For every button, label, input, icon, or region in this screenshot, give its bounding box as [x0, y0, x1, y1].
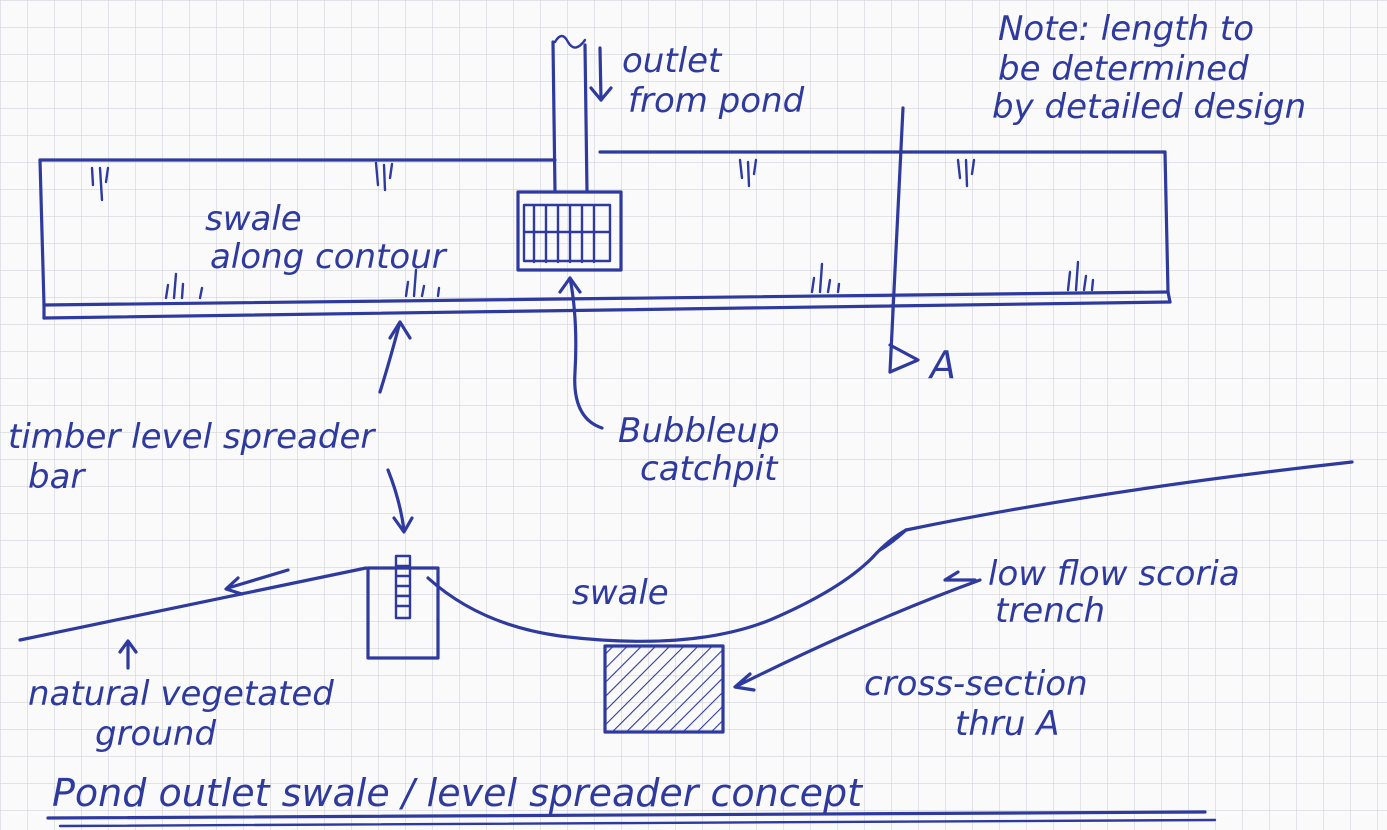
section-marker-a: A: [927, 343, 956, 387]
ground-label-line-1: natural vegetated: [28, 674, 334, 714]
spreader-label-line-2: bar: [28, 457, 86, 497]
cross-section-label-line-2: thru A: [955, 704, 1059, 744]
scoria-trench: [605, 646, 723, 732]
grass-tufts: [90, 158, 1095, 300]
sketch-title: Pond outlet swale / level spreader conce…: [52, 771, 864, 815]
swale-plan-label-line-1: swale: [205, 199, 302, 239]
trench-label-line-1: low flow scoria: [988, 554, 1240, 594]
catchpit-label-line-1: Bubbleup: [618, 411, 780, 451]
outlet-label-line-1: outlet: [622, 41, 723, 81]
outlet-pipe: [551, 34, 613, 194]
outlet-flow-arrow: [598, 46, 603, 102]
ground-label-line-2: ground: [95, 714, 216, 754]
note-line-2: be determined: [998, 49, 1249, 89]
catchpit-label-line-2: catchpit: [640, 449, 779, 489]
outlet-label-line-2: from pond: [628, 81, 805, 121]
section-line-a: [888, 106, 920, 374]
note-line-1: Note: length to: [998, 9, 1254, 49]
swale-plan: [38, 150, 1172, 320]
timber-spreader-bar-post: [366, 566, 440, 660]
trench-label-line-2: trench: [995, 591, 1105, 631]
cross-section-label-line-1: cross-section: [864, 664, 1088, 704]
note-line-3: by detailed design: [992, 87, 1306, 127]
catchpit-plan: [516, 190, 623, 272]
swale-plan-label-line-2: along contour: [210, 237, 448, 277]
title-underline-2: [58, 818, 1217, 828]
spreader-label-line-1: timber level spreader: [8, 417, 376, 457]
title-underline: [46, 810, 1207, 820]
callout-arrows: [118, 276, 982, 692]
cross-section: [18, 460, 1354, 734]
swale-section-label: swale: [572, 573, 669, 613]
